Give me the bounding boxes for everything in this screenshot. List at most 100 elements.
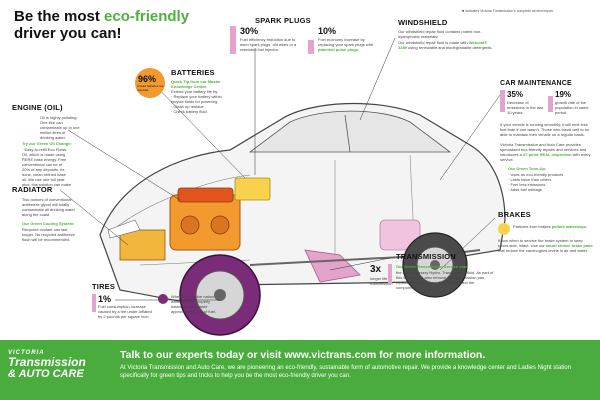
maintenance-stat2-text: growth rate of the population in same pe… (555, 100, 589, 115)
engine-tip-title: Try our Green Oil Change: (22, 141, 72, 146)
brakes-text2-pre: Know when to service the brake system to… (498, 238, 583, 248)
batteries-tip: · Replace your battery within (171, 94, 222, 99)
transmission-stat: 3x (370, 264, 382, 275)
tires-text2: When tires hit the nation without being … (171, 294, 216, 314)
maintenance-bar2 (548, 96, 553, 112)
company-logo[interactable]: VICTORIA Transmission & AUTO CARE (8, 350, 108, 380)
spark-plugs-section: SPARK PLUGS 30% Fuel efficiency reductio… (230, 16, 380, 66)
engine-text: Oil is highly polluting. One litre can c… (40, 115, 80, 140)
maintenance-heading: CAR MAINTENANCE (500, 80, 572, 87)
logo-line2: Transmission (8, 355, 86, 369)
engine-tip: Oil, which is made using (22, 152, 66, 157)
transmission-part (304, 249, 361, 283)
batteries-tip: recycle fluids for powering. (171, 99, 219, 104)
brakes-text1: Particles from brakes pollute waterways. (513, 224, 593, 229)
transmission-stat-text: longer life transmission (370, 276, 393, 286)
footer-title[interactable]: Talk to our experts today or visit www.v… (120, 349, 486, 361)
footer-banner (0, 340, 600, 400)
windshield-text2-post: using renewable and biodegradable deterg… (408, 45, 493, 50)
transmission-heading: TRANSMISSION (396, 252, 456, 261)
maintenance-stat1: 35% (507, 90, 524, 99)
spark-plugs-bar-2 (308, 40, 314, 54)
engine-tip: oil. We use one full year. (22, 177, 66, 182)
maintenance-body2-post: with every service. (500, 152, 591, 162)
batteries-heading: BATTERIES (171, 68, 215, 77)
batteries-tips: Extend your battery life by: · Replace y… (171, 89, 235, 114)
maintenance-tip: · Uses an eco-friendly products (508, 172, 564, 177)
brakes-text2-post: that reduce the carcinogens levels in ai… (498, 248, 589, 253)
brakes-text1-pre: Particles from brakes (513, 224, 551, 229)
brakes-text1-link: pollute waterways. (551, 224, 588, 229)
maintenance-tip: · Adds fuel mileage (508, 187, 543, 192)
maintenance-body2-pre: Victoria Transmission and Auto Care prov… (500, 142, 587, 157)
front-wheel (179, 254, 261, 336)
engine-tip: conventional can be of (22, 162, 63, 167)
maintenance-body2-link: 47-point REAL inspection (522, 152, 572, 157)
engine-block (169, 187, 241, 251)
spark-plugs-stat2-body: Fuel economy increase by replacing your … (318, 37, 373, 47)
engine-tips: · Easy-to-refill Eco Flows Oil, which is… (22, 147, 82, 187)
logo-line3: & AUTO CARE (8, 368, 84, 380)
windshield-heading: WINDSHIELD (398, 18, 448, 27)
engine-tip: 20% of any deposits. Its (22, 167, 65, 172)
maintenance-tips: · Uses an eco-friendly products · Lasts … (508, 172, 594, 192)
brakes-text2-link: smart choice brake pads (545, 243, 593, 248)
page-title: Be the most eco-friendly driver you can! (14, 8, 214, 42)
car-illustration (99, 102, 506, 336)
batteries-tip-title: Quick Tip from our Master Knowledge Cent… (171, 79, 221, 89)
spark-plugs-stat1: 30% (240, 26, 259, 36)
radiator-tip-text: Recycled coolant can last longer. No rec… (22, 227, 75, 242)
windshield-text2: Our windshield repair fluid is made with… (398, 40, 496, 50)
engine-tip: RERE base energy. Free (22, 157, 67, 162)
tires-icon (158, 294, 168, 304)
windshield-text1: Our windshield repair fluid contains pot… (398, 29, 482, 39)
maintenance-tip: · Feel less emissions (508, 182, 546, 187)
windshield-text2-link: Wetcoat® 3289 (398, 40, 488, 50)
batteries-tip: · Clean up residue. (171, 104, 205, 109)
logo-line1: VICTORIA (8, 350, 45, 356)
brakes-heading: BRAKES (498, 210, 531, 219)
maintenance-tip-title: Our Green Tune-Up: (508, 166, 547, 171)
transmission-tip-title: Our Green Transmission Service uses (396, 264, 469, 269)
batteries-tip: Extend your battery life by: (171, 89, 219, 94)
tires-bar (92, 294, 96, 312)
battery-part (234, 177, 271, 201)
rear-part (379, 219, 421, 251)
title-text-line2: driver you can! (14, 25, 122, 42)
brakes-icon (498, 223, 510, 235)
title-eco-text: eco-friendly (104, 8, 190, 25)
engine-tip: · Easy-to-refill Eco Flows (22, 147, 67, 152)
transmission-tip-text: the Gavin Nursery Hydro, Transmission fl… (396, 270, 494, 290)
windshield-text2-pre: Our windshield repair fluid is made with (398, 40, 468, 45)
tires-heading: TIRES (92, 282, 116, 291)
batteries-stat-text: of lead batteries are recycled. (137, 84, 164, 92)
maintenance-body1: If your vehicle is running smoothly, it … (500, 122, 590, 137)
radiator-tip-title: Our Green Cooling System: (22, 221, 75, 226)
radiator-part (119, 229, 166, 261)
footer-body: At Victoria Transmission and Auto Care, … (120, 365, 571, 379)
spark-plugs-heading: SPARK PLUGS (255, 16, 311, 25)
legend-note: ■ Indicates Victoria Transmission’s comp… (462, 9, 553, 13)
spark-plugs-stat2-text: Fuel economy increase by replacing your … (318, 37, 380, 52)
maintenance-stat1-text: Decrease of emissions in the last 10 yea… (507, 100, 544, 115)
radiator-text: Two ounces of conventional antifreeze gl… (22, 197, 75, 217)
engine-tip: done, clean refined base (22, 172, 66, 177)
batteries-stat: 96% (138, 74, 157, 84)
tires-stat: 1% (98, 294, 112, 304)
tires-stat-text: Fuel consumption increase caused by a ti… (98, 304, 152, 319)
maintenance-bar1 (500, 90, 505, 112)
spark-plugs-bar (230, 26, 236, 54)
maintenance-tip: · Lasts twice than others (508, 177, 552, 182)
spark-plugs-stat1-text: Fuel efficiency reduction due to worn sp… (240, 37, 297, 52)
maintenance-body2: Victoria Transmission and Auto Care prov… (500, 142, 594, 162)
rear-wheel (402, 232, 468, 298)
spark-plugs-stat2: 10% (318, 26, 337, 36)
maintenance-stat2: 19% (555, 90, 572, 99)
transmission-bar (388, 264, 392, 284)
title-text: Be the most (14, 8, 105, 25)
batteries-tip: · Check battery fluid. (171, 109, 208, 114)
spark-plugs-stat2-link: patented pulse plugs. (318, 47, 360, 52)
batteries-stat-circle (135, 68, 165, 98)
radiator-heading: RADIATOR (12, 185, 53, 194)
